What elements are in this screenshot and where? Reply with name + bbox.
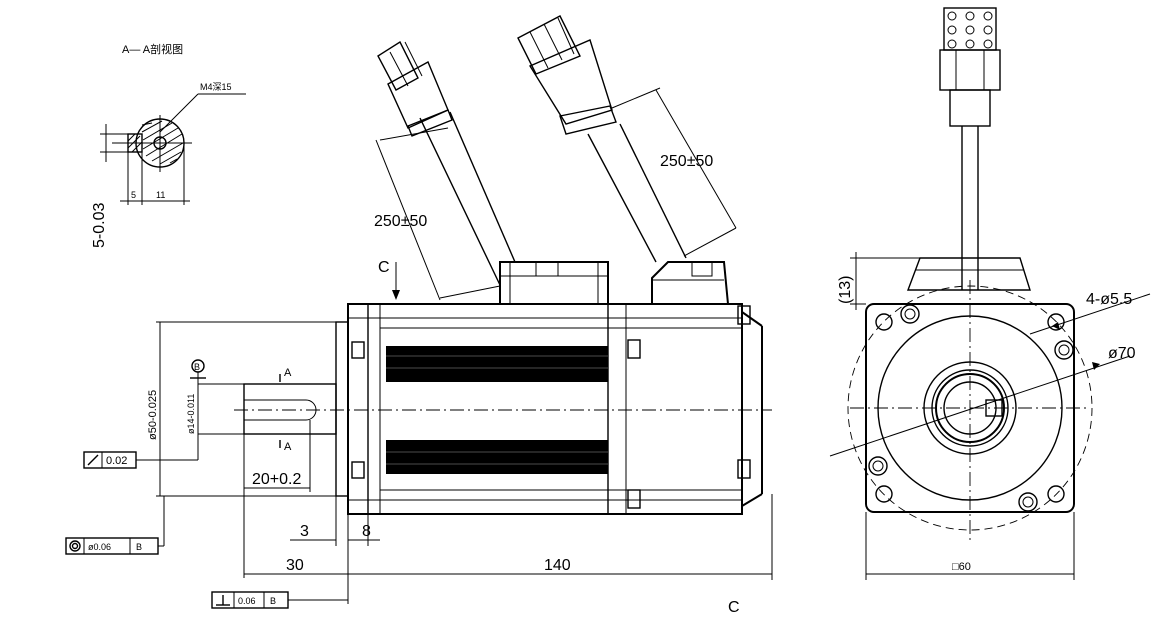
shaft-diameter: ø14-0.011 [186,394,196,434]
front-view: 250±50 250±50 [65,15,773,616]
dim-13: (13) [837,276,854,304]
dim-3: 3 [300,523,309,540]
cable-1-length: 250±50 [374,213,427,230]
cable-2 [517,15,687,263]
runout-tol: 0.02 [106,455,127,467]
side-view: (13) ø70 4-ø5.5 [829,7,1151,580]
perp-tol: 0.06 [238,596,256,606]
hole-count-dia: 4-ø5.5 [1086,291,1132,308]
key-width-dim: 5 [131,190,136,200]
datum-b-label: B [194,362,200,372]
winding-bottom [386,440,608,474]
pilot-diameter: ø50-0.025 [147,390,159,440]
bolt-circle-dia: ø70 [1108,345,1136,362]
flange-size: □60 [952,561,971,573]
key-tol-dim: 5-0.03 [91,203,108,248]
perp-datum: B [270,596,276,606]
section-hatch [127,120,184,165]
section-c-bottom: C [728,599,740,616]
section-a-bottom: A [284,441,292,453]
cable-2-length: 250±50 [660,153,713,170]
dim-30: 30 [286,557,304,574]
side-connector [939,7,1001,290]
dim-8: 8 [362,523,371,540]
thread-label: M4深15 [200,82,232,92]
section-c-top: C [378,259,390,276]
dim-140: 140 [544,557,571,574]
connector-2 [651,261,730,305]
section-a-top: A [284,367,292,379]
section-title: A— A剖视图 [122,42,183,56]
pilot-flange [335,321,349,497]
winding-top [386,346,608,382]
section-view: A— A剖视图 M4深15 5-0.03 [91,42,246,248]
mounting-holes [868,304,1074,512]
motor-body [347,303,743,515]
key-length: 20+0.2 [252,471,301,488]
concentric-datum: B [136,542,142,552]
concentric-tol: ø0.06 [88,542,111,552]
shaft [243,383,337,435]
cable-1 [377,40,516,286]
connector-1 [499,261,609,305]
key-depth-dim: 11 [156,190,165,200]
